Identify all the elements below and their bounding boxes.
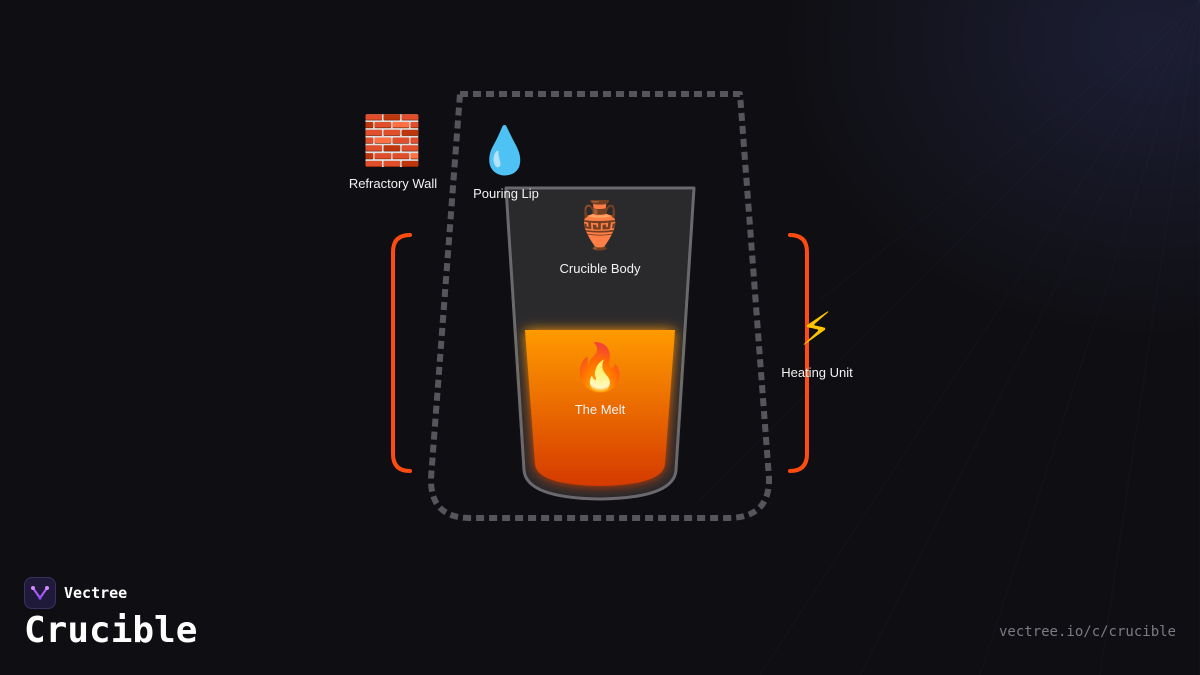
pouring-lip-label: Pouring Lip [473, 186, 539, 201]
refractory-wall-label: Refractory Wall [348, 176, 438, 191]
brand-name: Vectree [64, 584, 128, 602]
crucible-body-label: Crucible Body [559, 261, 641, 276]
footer-url[interactable]: vectree.io/c/crucible [998, 624, 1176, 640]
amphora-icon: 🏺 [571, 198, 629, 252]
droplet-icon: 💧 [476, 123, 534, 177]
melt-label: The Melt [574, 402, 626, 417]
heating-unit-label: Heating Unit [781, 365, 853, 380]
brand: Vectree [24, 577, 127, 609]
lightning-icon: ⚡ [799, 302, 833, 356]
melt-shape [525, 330, 675, 486]
refractory-wall-outline [427, 91, 773, 521]
heating-bracket-right [788, 233, 809, 473]
page-title: Crucible [24, 610, 198, 651]
fire-icon: 🔥 [571, 340, 629, 394]
heating-bracket-left [391, 233, 412, 473]
brick-icon: 🧱 [362, 113, 422, 169]
vectree-logo-icon [24, 577, 56, 609]
